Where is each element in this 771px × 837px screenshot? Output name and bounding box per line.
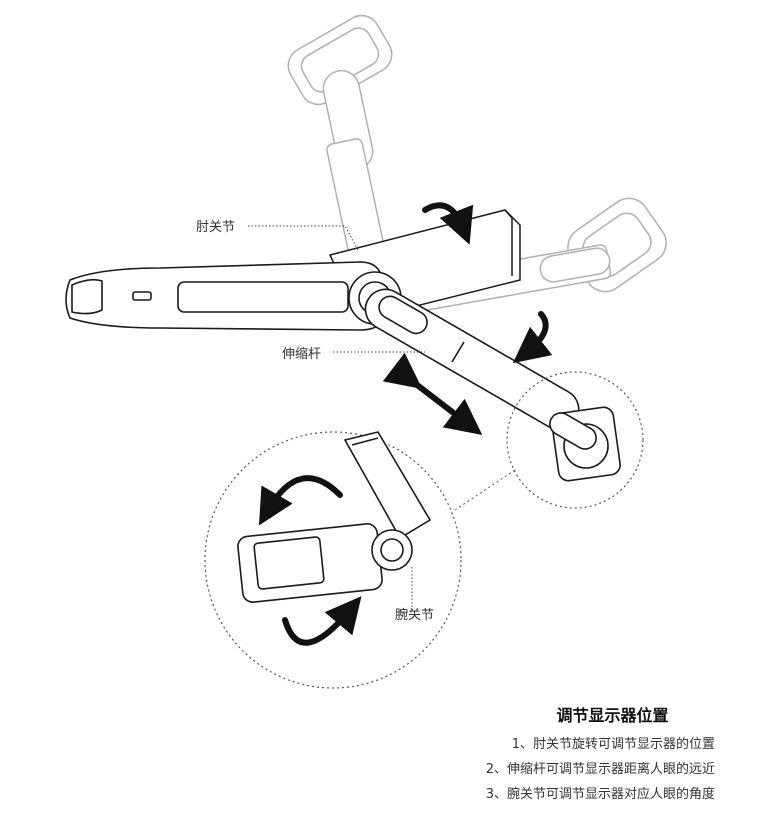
detail-circle-large [204,431,462,689]
legend-item-1: 1、肘关节旋转可调节显示器的位置 [511,737,715,752]
wrist-head-small [549,406,621,482]
legend-title: 调节显示器位置 [0,702,720,726]
wrist-detail [237,431,432,603]
main-housing [65,261,383,331]
rotate-arrows [258,202,553,646]
extend-arrow [382,352,483,435]
elbow-joint-label: 肘关节 [196,220,236,235]
wrist-joint-label: 腕关节 [395,608,435,623]
legend-items: 1、肘关节旋转可调节显示器的位置 2、伸缩杆可调节显示器距离人眼的远近 3、腕关… [486,732,715,807]
legend-item-2: 2、伸缩杆可调节显示器距离人眼的远近 [485,762,715,777]
legend-item-3: 3、腕关节可调节显示器对应人眼的角度 [485,787,715,802]
legend-title-text: 调节显示器位置 [556,706,669,725]
telescopic-rod [364,288,580,431]
detail-circle-small [506,371,644,509]
leader-lines [248,225,425,613]
telescopic-rod-label: 伸缩杆 [282,347,322,362]
